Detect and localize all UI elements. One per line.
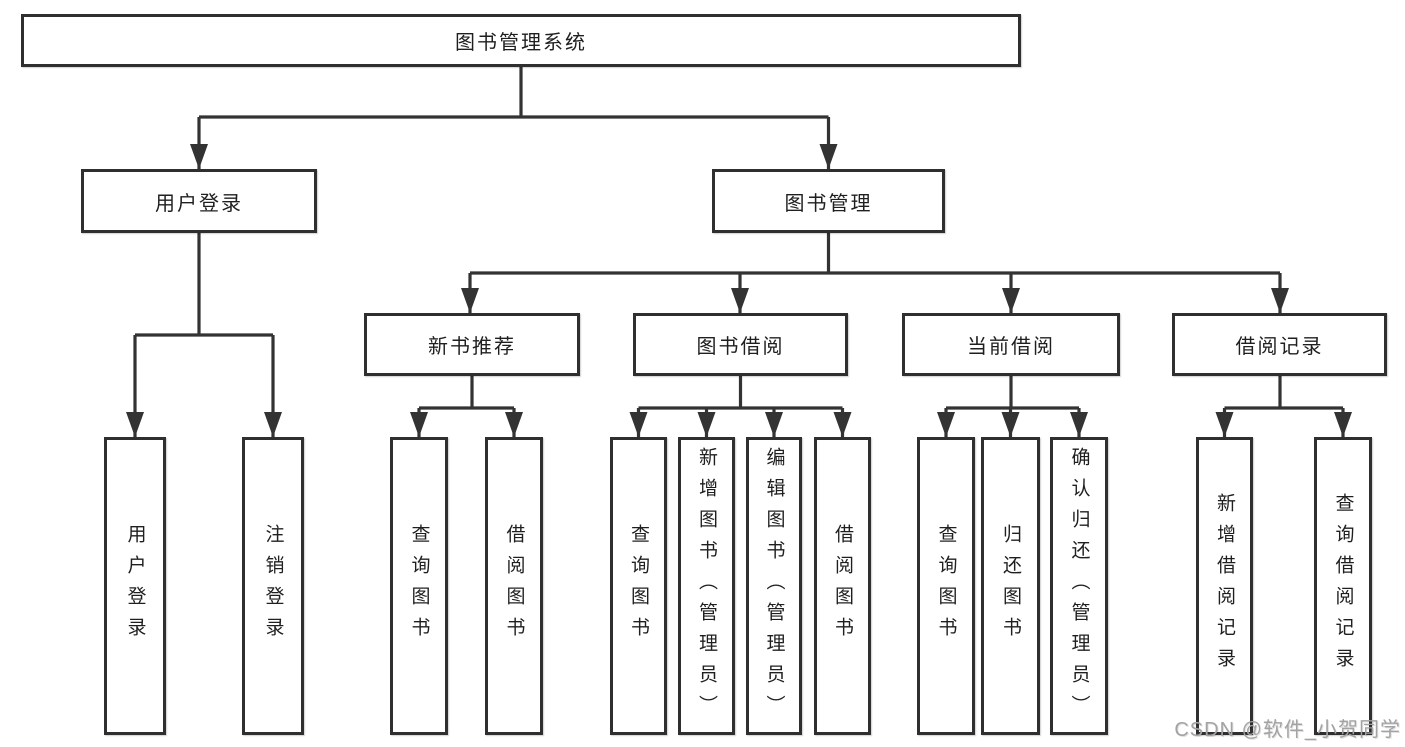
- node-new-book-recommend-label: 新书推荐: [428, 336, 516, 358]
- leaf-current-query-books-label: 查询图书: [935, 524, 957, 648]
- leaf-records-query-record: 查询借阅记录: [1314, 437, 1372, 735]
- node-borrow-records: 借阅记录: [1172, 313, 1387, 376]
- leaf-borrow-borrow-books-label: 借阅图书: [832, 524, 853, 648]
- arrowheads: [126, 144, 1352, 437]
- node-book-borrow-label: 图书借阅: [696, 336, 785, 358]
- leaf-logout-label: 注销登录: [262, 524, 284, 648]
- leaf-borrow-add-books-admin: 新增图书（管理员）: [678, 437, 735, 735]
- node-book-borrow: 图书借阅: [633, 313, 848, 376]
- leaf-newbook-query-books-label: 查询图书: [408, 524, 430, 648]
- csdn-watermark: CSDN @软件_小贺同学: [1174, 719, 1401, 741]
- leaf-user-login: 用户登录: [104, 437, 166, 735]
- leaf-current-confirm-return-admin: 确认归还（管理员）: [1050, 437, 1108, 735]
- node-book-management-label: 图书管理: [784, 192, 873, 215]
- leaf-records-add-record-label: 新增借阅记录: [1214, 493, 1235, 679]
- node-current-borrow: 当前借阅: [902, 313, 1120, 376]
- leaf-newbook-borrow-books-label: 借阅图书: [503, 524, 525, 648]
- node-new-book-recommend: 新书推荐: [364, 313, 580, 376]
- leaf-borrow-edit-books-admin-label: 编辑图书（管理员）: [763, 446, 785, 726]
- node-borrow-records-label: 借阅记录: [1235, 336, 1324, 358]
- leaf-current-return-books: 归还图书: [981, 437, 1040, 735]
- leaf-current-confirm-return-admin-label: 确认归还（管理员）: [1068, 446, 1090, 726]
- node-root: 图书管理系统: [21, 14, 1021, 67]
- node-current-borrow-label: 当前借阅: [967, 336, 1055, 358]
- leaf-current-query-books: 查询图书: [917, 437, 975, 735]
- leaf-logout: 注销登录: [242, 437, 304, 735]
- leaf-records-query-record-label: 查询借阅记录: [1332, 493, 1354, 679]
- leaf-current-return-books-label: 归还图书: [1000, 524, 1021, 648]
- node-book-management: 图书管理: [712, 169, 945, 233]
- leaf-borrow-edit-books-admin: 编辑图书（管理员）: [746, 437, 802, 735]
- leaf-newbook-query-books: 查询图书: [390, 437, 448, 735]
- leaf-user-login-label: 用户登录: [124, 524, 146, 648]
- leaf-borrow-query-books: 查询图书: [610, 437, 667, 735]
- leaf-borrow-borrow-books: 借阅图书: [814, 437, 871, 735]
- leaf-newbook-borrow-books: 借阅图书: [485, 437, 543, 735]
- leaf-borrow-add-books-admin-label: 新增图书（管理员）: [696, 446, 717, 726]
- node-user-login: 用户登录: [81, 169, 317, 233]
- node-user-login-label: 用户登录: [155, 192, 243, 215]
- leaf-records-add-record: 新增借阅记录: [1196, 437, 1253, 735]
- node-root-label: 图书管理系统: [455, 32, 587, 54]
- leaf-borrow-query-books-label: 查询图书: [628, 524, 649, 648]
